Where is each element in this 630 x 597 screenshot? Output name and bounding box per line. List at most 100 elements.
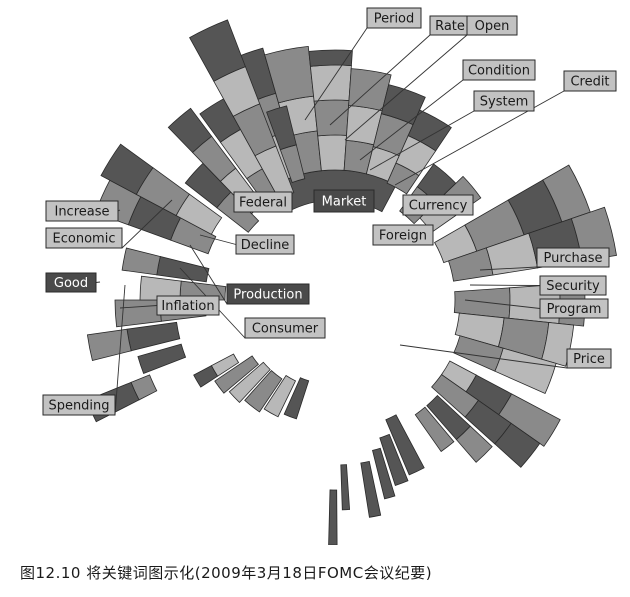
keyword-label-box	[372, 224, 434, 246]
sunburst-wedge-segment	[283, 377, 310, 420]
keyword-label-text: System	[480, 95, 528, 110]
keyword-label-box	[539, 298, 609, 319]
keyword-label-text: Program	[547, 302, 602, 317]
keyword-label-text: Production	[233, 288, 302, 303]
leader-line-security	[469, 284, 541, 286]
sunburst-wedge-segment	[414, 406, 455, 453]
keyword-label-box	[563, 70, 617, 92]
sunburst-wedge-segment	[86, 328, 132, 361]
sunburst-wedge-segment	[328, 489, 338, 545]
sunburst-wedge-segment	[372, 447, 396, 500]
sunburst-wedge-segment	[139, 275, 182, 301]
keyword-label-box	[462, 59, 536, 81]
leader-line-economic	[121, 199, 173, 249]
sunburst-wedge-segment	[360, 460, 382, 518]
keyword-label-production: Production	[226, 283, 310, 305]
sunburst-wedge-segment	[167, 107, 213, 154]
keyword-label-box	[233, 191, 293, 213]
keyword-label-federal: Federal	[233, 191, 293, 213]
keyword-label-box	[536, 247, 610, 268]
keyword-label-price: Price	[566, 348, 612, 369]
keyword-label-period: Period	[366, 7, 422, 29]
keyword-label-economic: Economic	[45, 227, 123, 249]
keyword-label-text: Rate	[435, 19, 465, 34]
keyword-label-box	[466, 15, 518, 36]
keyword-label-box	[473, 90, 535, 112]
keyword-label-text: Consumer	[252, 322, 319, 337]
sunburst-wedge-segment	[379, 433, 409, 487]
keyword-label-box	[539, 275, 607, 296]
keyword-label-box	[226, 283, 310, 305]
leader-line-system	[369, 110, 475, 171]
keyword-label-system: System	[473, 90, 535, 112]
sunburst-wedge-segment	[156, 256, 210, 283]
keyword-label-condition: Condition	[462, 59, 536, 81]
keyword-label-box	[313, 189, 375, 213]
sunburst-wedge-segment	[266, 105, 297, 151]
keyword-label-rate: Rate	[429, 15, 471, 36]
sunburst-wedge-segment	[214, 355, 259, 394]
sunburst-wedge-segment	[263, 374, 297, 418]
keyword-label-box	[45, 200, 119, 222]
keyword-label-box	[235, 234, 295, 255]
keyword-label-spending: Spending	[42, 394, 116, 416]
sunburst-wedge-segment	[385, 414, 425, 476]
keyword-label-text: Market	[322, 195, 367, 210]
keyword-label-text: Increase	[54, 205, 109, 220]
leader-line-production	[189, 244, 228, 305]
leader-line-program	[464, 299, 541, 309]
keyword-label-security: Security	[539, 275, 607, 296]
keyword-label-good: Good	[45, 272, 97, 293]
keyword-label-text: Condition	[468, 64, 530, 79]
keyword-label-text: Purchase	[543, 251, 602, 266]
keyword-label-text: Price	[573, 352, 605, 367]
leader-line-open	[344, 34, 468, 141]
sunburst-wedge-segment	[494, 422, 541, 468]
sunburst-wedge-segment	[189, 19, 246, 82]
sunburst-wedge-segment	[309, 64, 352, 102]
keyword-label-text: Decline	[241, 238, 290, 253]
keyword-label-box	[45, 272, 97, 293]
keyword-label-text: Credit	[570, 75, 609, 90]
sunburst-wedge-segment	[121, 247, 161, 276]
keyword-label-text: Economic	[53, 232, 116, 247]
keyword-label-box	[244, 317, 326, 339]
leader-line-rate	[329, 34, 431, 126]
keyword-label-market: Market	[313, 189, 375, 213]
wedge-layer	[85, 19, 617, 545]
leader-line-purchase	[479, 266, 538, 271]
keyword-label-inflation: Inflation	[156, 295, 220, 316]
sunburst-wedge-segment	[137, 343, 187, 375]
keyword-label-foreign: Foreign	[372, 224, 434, 246]
sunburst-wedge-segment	[317, 134, 347, 172]
keyword-label-box	[366, 7, 422, 29]
sunburst-wedge-segment	[193, 365, 219, 388]
sunburst-wedge-segment	[313, 99, 350, 137]
keyword-label-text: Federal	[239, 196, 287, 211]
sunburst-wedge-segment	[264, 45, 315, 104]
leader-line-decline	[199, 234, 237, 245]
keyword-label-decline: Decline	[235, 234, 295, 255]
sunburst-wedge-segment	[455, 425, 493, 463]
keyword-label-text: Good	[54, 276, 88, 291]
leader-line-period	[304, 27, 368, 121]
leader-line-credit	[394, 90, 565, 186]
leader-line-inflation	[119, 305, 158, 309]
keyword-label-text: Inflation	[161, 299, 214, 314]
sunburst-wedge-segment	[380, 84, 426, 126]
sunburst-wedge-segment	[498, 393, 561, 447]
sunburst-wedge-segment	[100, 143, 154, 195]
keyword-label-increase: Increase	[45, 200, 119, 222]
sunburst-wedge-segment	[228, 361, 271, 403]
keyword-label-box	[566, 348, 612, 369]
keyword-label-box	[45, 227, 123, 249]
keyword-label-credit: Credit	[563, 70, 617, 92]
sunburst-wedge-segment	[340, 464, 351, 511]
keyword-label-text: Currency	[409, 199, 468, 214]
sunburst-wedge-segment	[244, 370, 283, 413]
figure-caption: 图12.10 将关键词图示化(2009年3月18日FOMC会议纪要)	[20, 564, 433, 582]
leader-line-layer	[95, 27, 568, 416]
sunburst-wedge-segment	[308, 49, 353, 67]
